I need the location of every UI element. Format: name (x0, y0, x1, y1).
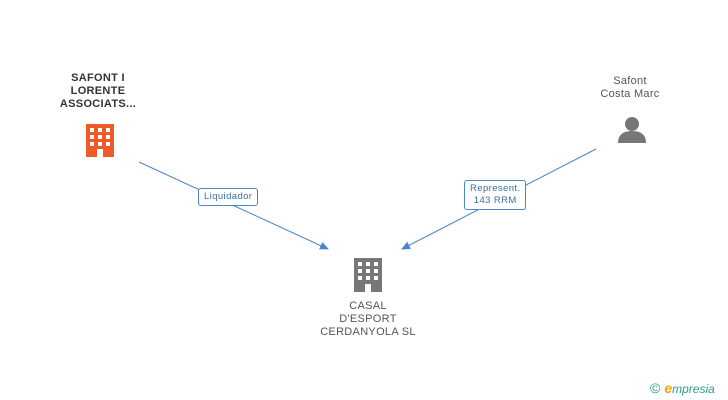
brand-logo: ©empresia (650, 380, 715, 396)
building-icon[interactable] (86, 124, 114, 157)
edge-label-liquidador: Liquidador (198, 188, 259, 206)
edge-label-represent: Represent. 143 RRM (464, 180, 527, 210)
company-center-label[interactable]: CASAL D'ESPORT CERDANYOLA SL (320, 300, 416, 338)
copyright-icon: © (650, 380, 661, 396)
person-right-label[interactable]: Safont Costa Marc (600, 75, 660, 100)
company-left-label[interactable]: SAFONT I LORENTE ASSOCIATS... (59, 72, 137, 110)
building-icon[interactable] (354, 258, 382, 292)
person-icon[interactable] (618, 117, 646, 143)
